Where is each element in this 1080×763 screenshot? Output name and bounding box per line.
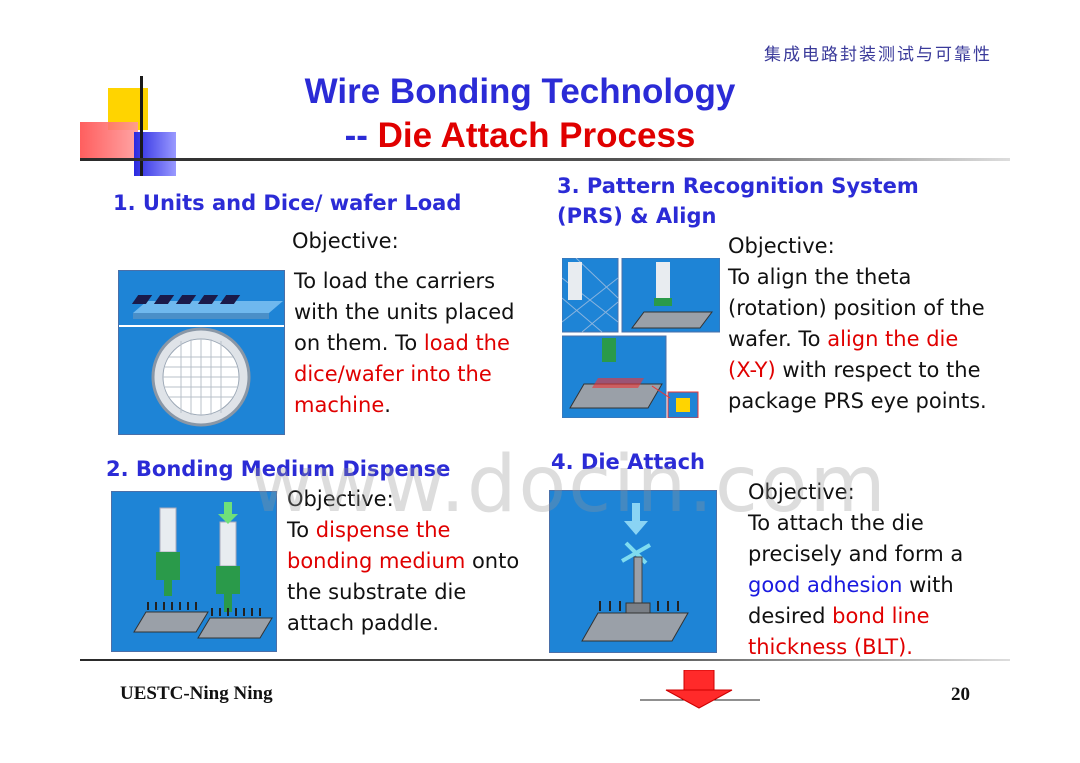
section-4-heading: 4. Die Attach	[551, 450, 705, 474]
section-2-text-b: onto the substrate die attach paddle.	[287, 549, 520, 635]
section-4-text-red: bond line thickness (BLT).	[748, 604, 930, 659]
slide-title: Wire Bonding Technology	[304, 72, 736, 111]
section-4-text: To attach the die precisely and form a g…	[748, 508, 993, 663]
subtitle-dash: --	[344, 116, 378, 155]
section-3-objective: Objective:	[728, 234, 835, 258]
decor-vertical-line	[140, 76, 143, 176]
slide-subtitle: -- Die Attach Process	[0, 116, 1040, 156]
section-3-text-b: with respect to the package PRS eye poin…	[728, 358, 987, 413]
dispense-illustration	[111, 491, 277, 652]
section-3-text: To align the theta (rotation) position o…	[728, 262, 993, 417]
section-1-text-b: .	[384, 393, 391, 417]
bottom-divider	[80, 659, 1010, 661]
section-1-heading: 1. Units and Dice/ wafer Load	[113, 191, 462, 215]
section-4-text-b: with desired	[748, 573, 954, 628]
section-3-heading-line1: 3. Pattern Recognition System	[557, 174, 919, 198]
footer-author: UESTC-Ning Ning	[120, 683, 273, 704]
course-label: 集成电路封装测试与可靠性	[764, 45, 992, 65]
section-1-text-red: load the dice/wafer into the machine	[294, 331, 510, 417]
wafer-load-illustration	[118, 270, 285, 435]
section-2-heading: 2. Bonding Medium Dispense	[106, 457, 451, 481]
section-3-heading-line2: (PRS) & Align	[557, 204, 717, 228]
section-3-text-a: To align the theta (rotation) position o…	[728, 265, 985, 351]
section-1-objective: Objective:	[292, 229, 399, 253]
next-arrow-icon[interactable]	[640, 670, 760, 710]
section-3-text-red: align the die (X-Y)	[728, 327, 959, 382]
section-1-text-a: To load the carriers with the units plac…	[294, 269, 515, 355]
section-4-text-blue: good adhesion	[748, 573, 903, 597]
page-number: 20	[951, 684, 970, 705]
section-2-text-red: dispense the bonding medium	[287, 518, 466, 573]
section-2-text-a: To	[287, 518, 316, 542]
section-4-text-a: To attach the die precisely and form a	[748, 511, 964, 566]
top-divider	[80, 158, 1010, 161]
decor-red-square	[80, 122, 138, 160]
section-2-text: To dispense the bonding medium onto the …	[287, 515, 522, 639]
section-2-objective: Objective:	[287, 487, 394, 511]
subtitle-red: Die Attach Process	[377, 116, 696, 155]
prs-align-illustration	[562, 258, 720, 418]
watermark: www.docin.com	[250, 440, 888, 530]
die-attach-illustration	[549, 490, 717, 653]
section-4-objective: Objective:	[748, 480, 855, 504]
section-1-text: To load the carriers with the units plac…	[294, 266, 539, 421]
